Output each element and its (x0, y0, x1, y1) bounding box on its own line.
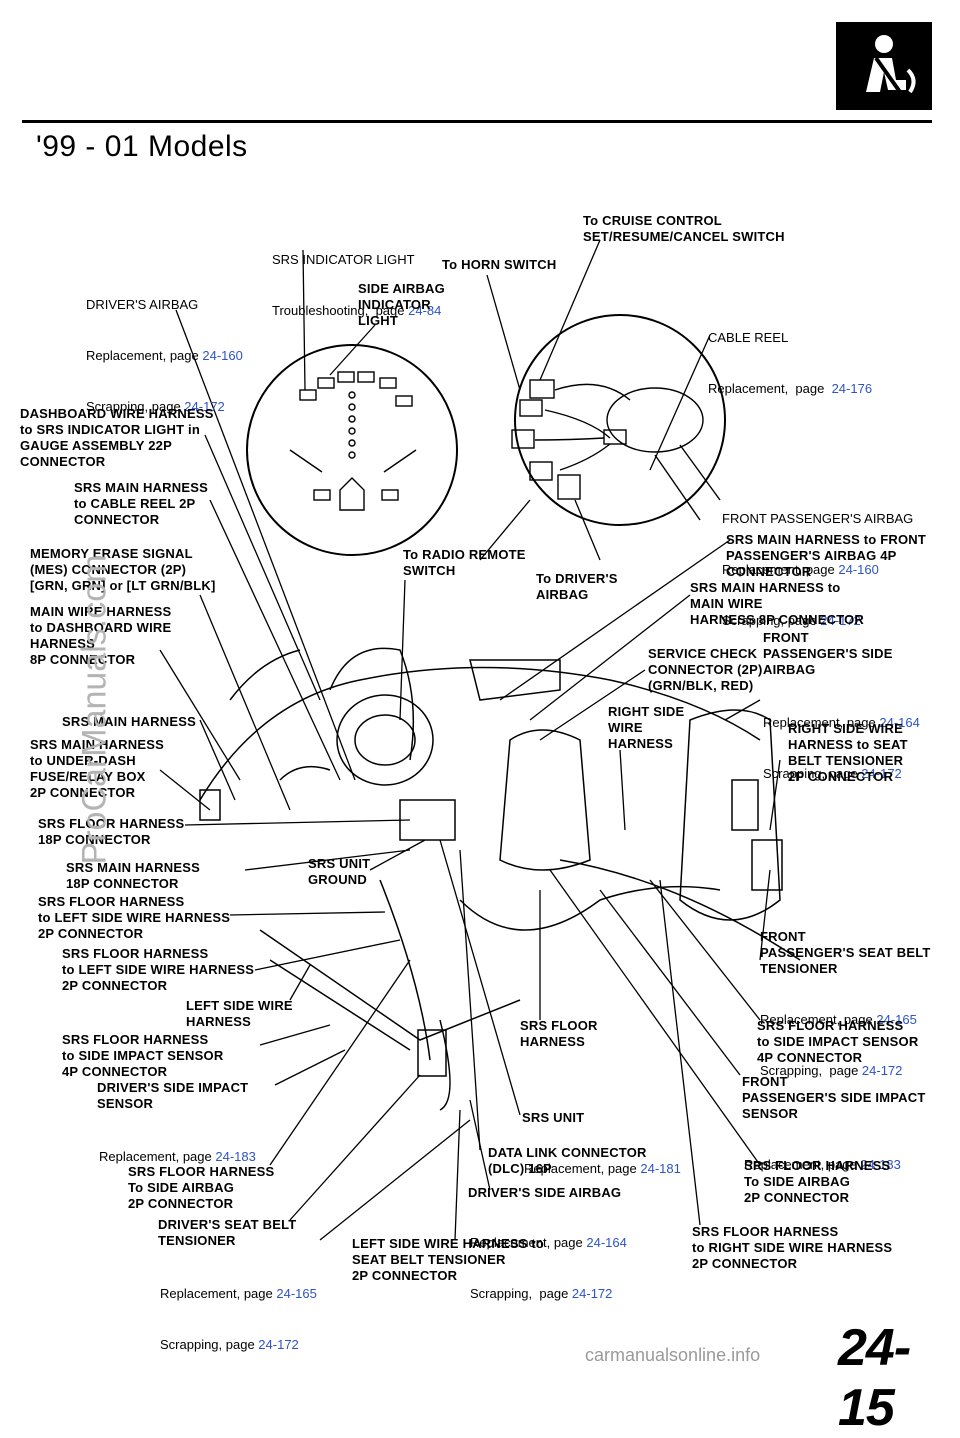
to-drivers-airbag-caption: To DRIVER'S AIRBAG (536, 571, 618, 602)
seatbelt-airbag-icon (836, 22, 932, 110)
floor-side-airbag-left-caption: SRS FLOOR HARNESS To SIDE AIRBAG 2P CONN… (128, 1164, 275, 1211)
page-link[interactable]: 24-172 (258, 1337, 299, 1352)
main-underdash-caption: SRS MAIN HARNESS to UNDER-DASH FUSE/RELA… (30, 737, 164, 800)
page-link[interactable]: 24-172 (820, 613, 861, 628)
mes-connector-caption: MEMORY ERASE SIGNAL (MES) CONNECTOR (2P)… (30, 546, 216, 593)
srs-component-diagram (159, 239, 801, 1241)
front-passenger-airbag-ref: FRONT PASSENGER'S AIRBAG Replacement, pa… (722, 511, 914, 628)
page-link[interactable]: 24-176 (831, 381, 873, 396)
footer-url[interactable]: carmanualsonline.info (585, 1345, 761, 1365)
right-side-wire-caption: RIGHT SIDE WIRE HARNESS (608, 704, 685, 751)
page-link[interactable]: 24-172 (571, 1286, 613, 1301)
driver-impact-caption: DRIVER'S SIDE IMPACT SENSOR (97, 1080, 249, 1111)
driver-side-airbag-caption: DRIVER'S SIDE AIRBAG (468, 1185, 622, 1200)
floor-side-airbag-right-caption: SRS FLOOR HARNESS To SIDE AIRBAG 2P CONN… (744, 1158, 891, 1205)
drivers-airbag-ref: DRIVER'S AIRBAG Replacement, page 24-160… (86, 297, 243, 414)
srs-main-cable-reel-caption: SRS MAIN HARNESS to CABLE REEL 2P CONNEC… (74, 480, 208, 527)
floor-impact-left-caption: SRS FLOOR HARNESS to SIDE IMPACT SENSOR … (62, 1032, 224, 1079)
srs-unit-ref: Replacement, page 24-181 (524, 1161, 681, 1176)
page-link[interactable]: 24-160 (202, 348, 243, 363)
service-check-caption: SERVICE CHECK CONNECTOR (2P) (GRN/BLK, R… (648, 646, 763, 693)
front-passenger-side-airbag-caption: FRONT PASSENGER'S SIDE AIRBAG (763, 630, 893, 677)
page-link[interactable]: 24-164 (586, 1235, 627, 1250)
header-rule (22, 120, 932, 123)
driver-tensioner-caption: DRIVER'S SEAT BELT TENSIONER (158, 1217, 297, 1248)
srs-unit-caption: SRS UNIT (522, 1110, 585, 1125)
dlc-caption: DATA LINK CONNECTOR (DLC) 16P (488, 1145, 647, 1176)
front-tensioner-caption: FRONT PASSENGER'S SEAT BELT TENSIONER (760, 929, 931, 976)
watermark: ProCarManuals.com (75, 554, 114, 865)
main-front-passenger-caption: SRS MAIN HARNESS to FRONT PASSENGER'S AI… (726, 532, 926, 579)
gauge-detail-circle (246, 344, 458, 556)
srs-unit-ground-caption: SRS UNIT GROUND (308, 856, 371, 887)
front-impact-ref: Replacement, page 24-183 (744, 1157, 901, 1172)
page-link[interactable]: 24-181 (640, 1161, 681, 1176)
dashboard-harness-caption: DASHBOARD WIRE HARNESS to SRS INDICATOR … (20, 406, 214, 469)
floor-impact-right-caption: SRS FLOOR HARNESS to SIDE IMPACT SENSOR … (757, 1018, 919, 1065)
page-link[interactable]: 24-164 (879, 715, 920, 730)
floor-left-wire-2-caption: SRS FLOOR HARNESS to LEFT SIDE WIRE HARN… (62, 946, 255, 993)
cable-reel-ref: CABLE REEL Replacement, page 24-176 (708, 330, 873, 396)
srs-main-harness-caption: SRS MAIN HARNESS (62, 714, 196, 729)
page-link[interactable]: 24-172 (184, 399, 225, 414)
srs-indicator-light-ref: SRS INDICATOR LIGHT Troubleshooting, pag… (272, 252, 442, 318)
floor-18p-caption: SRS FLOOR HARNESS 18P CONNECTOR (38, 816, 185, 847)
page-link[interactable]: 24-165 (876, 1012, 917, 1027)
page-heading: '99 - 01 Models (36, 130, 248, 163)
horn-switch-caption: To HORN SWITCH (442, 257, 557, 272)
cruise-control-caption: To CRUISE CONTROL SET/RESUME/CANCEL SWIT… (583, 213, 785, 244)
page-link[interactable]: 24-160 (838, 562, 879, 577)
page-number: 24-15 (838, 1319, 911, 1437)
driver-side-airbag-ref: Replacement, page 24-164 Scrapping, page… (470, 1235, 627, 1301)
cable-reel-detail-circle (514, 314, 726, 526)
driver-impact-ref: Replacement, page 24-183 (99, 1149, 256, 1164)
radio-remote-caption: To RADIO REMOTE SWITCH (403, 547, 526, 578)
page-link[interactable]: 24-172 (861, 766, 902, 781)
floor-right-wire-caption: SRS FLOOR HARNESS to RIGHT SIDE WIRE HAR… (692, 1224, 893, 1271)
page-link[interactable]: 24-165 (276, 1286, 317, 1301)
page-link[interactable]: 24-183 (860, 1157, 901, 1172)
page-link[interactable]: 24-84 (408, 303, 442, 318)
page-link[interactable]: 24-183 (215, 1149, 256, 1164)
main-main-wire-caption: SRS MAIN HARNESS to MAIN WIRE HARNESS 8P… (690, 580, 864, 627)
front-impact-caption: FRONT PASSENGER'S SIDE IMPACT SENSOR (742, 1074, 926, 1121)
left-tensioner-caption: LEFT SIDE WIRE HARNESS to SEAT BELT TENS… (352, 1236, 545, 1283)
main-wire-dash-caption: MAIN WIRE HARNESS to DASHBOARD WIRE HARN… (30, 604, 172, 667)
side-airbag-indicator-caption: SIDE AIRBAG INDICATOR LIGHT (358, 281, 445, 328)
page-link[interactable]: 24-172 (861, 1063, 903, 1078)
srs-floor-harness-caption: SRS FLOOR HARNESS (520, 1018, 598, 1049)
left-side-wire-caption: LEFT SIDE WIRE HARNESS (186, 998, 293, 1029)
floor-left-wire-1-caption: SRS FLOOR HARNESS to LEFT SIDE WIRE HARN… (38, 894, 231, 941)
right-side-tensioner-caption: RIGHT SIDE WIRE HARNESS to SEAT BELT TEN… (788, 721, 908, 784)
front-passenger-side-airbag-ref: Replacement, page 24-164 Scrapping, page… (763, 715, 920, 781)
front-tensioner-ref: Replacement, page 24-165 Scrapping, page… (760, 1012, 917, 1078)
main-18p-caption: SRS MAIN HARNESS 18P CONNECTOR (66, 860, 200, 891)
driver-tensioner-ref: Replacement, page 24-165 Scrapping, page… (160, 1286, 317, 1352)
